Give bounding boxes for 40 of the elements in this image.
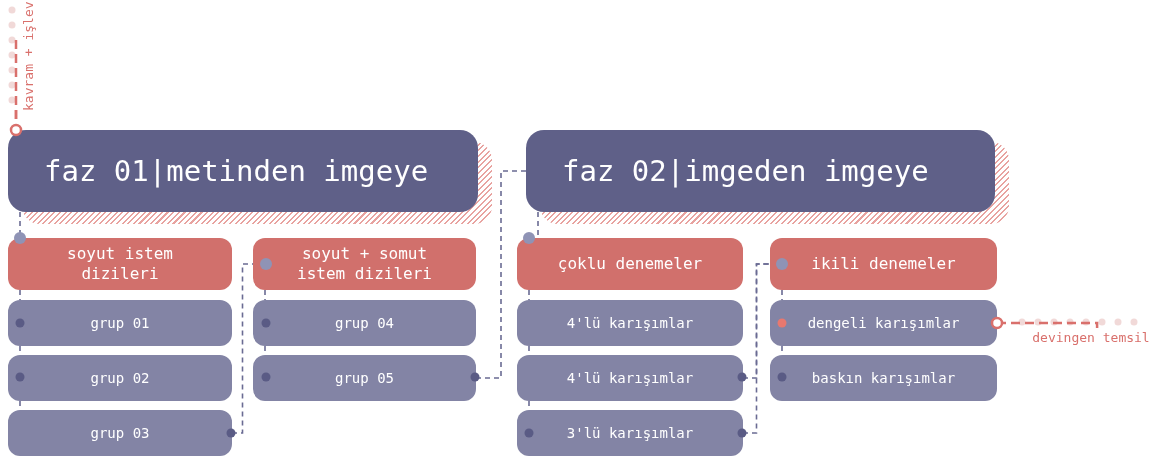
connector-line [990, 316, 1099, 330]
connector-line [528, 289, 530, 301]
connector-line [19, 289, 21, 301]
annotation-label: kavram + işlev [20, 2, 36, 110]
node-label: grup 05 [335, 370, 394, 386]
node-label: çoklu denemeler [557, 254, 703, 274]
connector-line [781, 289, 783, 301]
group-box [8, 355, 232, 401]
phase-header-box [526, 130, 995, 212]
group-box [8, 410, 232, 456]
group-box [770, 300, 997, 346]
node-label: 3'lü karışımlar [566, 425, 694, 441]
group-box [253, 300, 476, 346]
node-label: dengeli karışımlar [807, 315, 960, 331]
group-box [253, 355, 476, 401]
node-label: 4'lü karışımlar [566, 370, 694, 386]
node-label: faz 02|imgeden imgeye [562, 154, 929, 188]
group-box [517, 410, 743, 456]
group-box [517, 355, 743, 401]
node-label: grup 03 [90, 425, 150, 441]
node-label: grup 01 [90, 315, 150, 331]
annotation-label: devingen temsil [1030, 328, 1152, 346]
group-box [770, 355, 997, 401]
node-label: soyut istem dizileri [66, 244, 174, 284]
connector-line [9, 110, 23, 137]
connector-line [264, 289, 266, 301]
category-box [253, 238, 476, 290]
node-label: 4'lü karışımlar [566, 315, 694, 331]
group-box [8, 300, 232, 346]
node-label: baskın karışımlar [811, 370, 956, 386]
node-label: grup 02 [90, 370, 150, 386]
node-label: faz 01|metinden imgeye [44, 154, 429, 188]
category-box [770, 238, 997, 290]
node-label: grup 04 [335, 315, 394, 331]
phase-header-box [8, 130, 478, 212]
node-label: soyut + somut istem dizileri [296, 244, 433, 284]
group-box [517, 300, 743, 346]
category-box [8, 238, 232, 290]
node-label: ikili denemeler [811, 254, 956, 274]
category-box [517, 238, 743, 290]
